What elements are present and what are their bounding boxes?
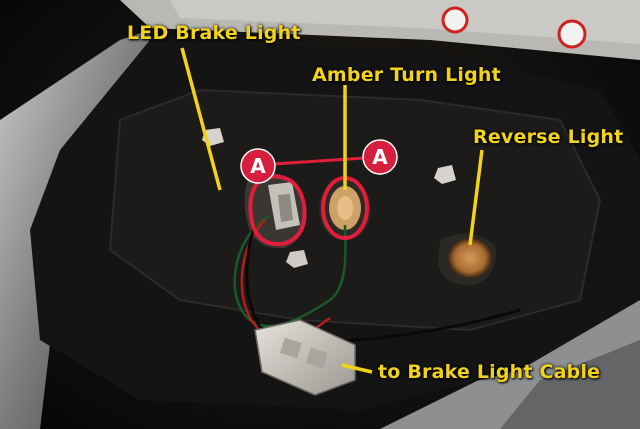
label-reverse-light: Reverse Light	[473, 126, 624, 148]
leader-line-led-brake	[180, 47, 222, 191]
mounting-stud-right-icon	[434, 165, 456, 184]
badge-a-right: A	[362, 139, 398, 175]
badge-a-right-label: A	[372, 145, 388, 169]
leader-line-reverse	[468, 149, 484, 246]
label-amber-turn-light: Amber Turn Light	[312, 64, 501, 86]
label-led-brake-light: LED Brake Light	[127, 22, 301, 44]
warning-sticker-left-icon	[441, 6, 469, 34]
label-to-brake-light-cable: to Brake Light Cable	[378, 361, 601, 383]
warning-sticker-right-icon	[557, 19, 587, 49]
brake-socket-highlight	[248, 174, 307, 247]
leader-line-cable	[341, 363, 373, 374]
badge-a-left: A	[240, 148, 276, 184]
reverse-light-socket-icon	[448, 238, 492, 278]
mounting-stud-bottom-icon	[286, 250, 308, 268]
badge-a-left-label: A	[250, 154, 266, 178]
badge-connector-line	[257, 155, 381, 167]
brake-light-cable-connector-icon	[254, 319, 356, 396]
